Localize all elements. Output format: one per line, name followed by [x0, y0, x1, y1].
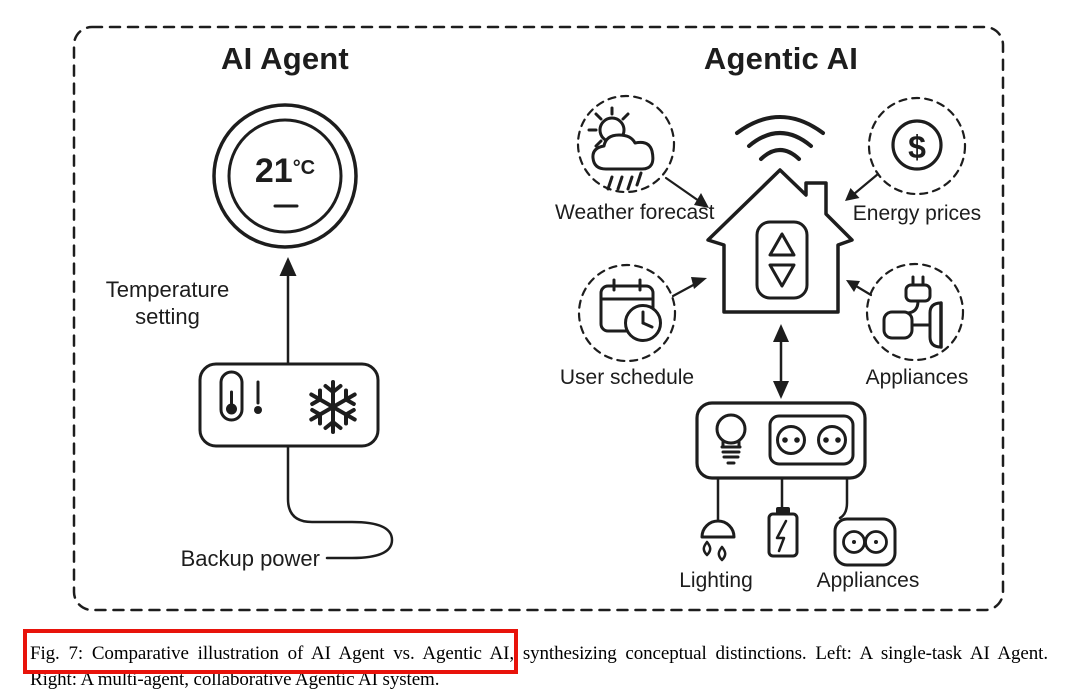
thermostat-value: 21 [254, 152, 293, 190]
pendant-lamp-icon [700, 519, 736, 562]
thermostat-control-icon [755, 220, 809, 300]
appliances-to-house-arrow [846, 280, 873, 297]
thermostat-reading: 21°C [210, 152, 360, 191]
right-panel-title: Agentic AI [703, 41, 859, 76]
appliances-output-label: Appliances [816, 569, 920, 592]
thermostat-icon [212, 103, 358, 249]
energy-node-circle [867, 96, 967, 196]
temperature-arrow-up-icon [279, 257, 297, 366]
figure-caption: Fig. 7: Comparative illustration of AI A… [30, 641, 1048, 693]
appliances-node-circle [865, 262, 965, 362]
weather-forecast-label: Weather forecast [555, 201, 715, 224]
thermostat-unit: °C [292, 157, 316, 179]
house-strip-double-arrow [773, 324, 789, 399]
bulb-icon [715, 413, 747, 465]
double-outlet-icon [768, 414, 855, 466]
calendar-clock-icon [599, 278, 662, 342]
lighting-label: Lighting [679, 569, 753, 592]
energy-to-house-arrow [845, 172, 880, 201]
weather-to-house-arrow [664, 176, 709, 208]
caption-line-2: Right: A multi-agent, collaborative Agen… [30, 669, 440, 690]
sun-cloud-rain-icon [587, 106, 655, 191]
figure-dashed-border [72, 25, 1005, 612]
left-panel-title: AI Agent [221, 41, 349, 76]
outlet-box-icon [833, 517, 897, 567]
cord-to-outlet-box [838, 476, 849, 520]
schedule-node-circle [577, 263, 677, 363]
energy-prices-label: Energy prices [852, 202, 982, 225]
backup-power-label: Backup power [180, 546, 320, 571]
schedule-to-house-arrow [671, 277, 707, 298]
thermometer-icon [219, 370, 262, 422]
user-schedule-label: User schedule [559, 366, 695, 389]
weather-node-circle [576, 94, 676, 194]
snowflake-icon [309, 380, 357, 434]
annotation-highlight-box [23, 629, 518, 674]
power-strip-icon [695, 401, 867, 480]
appliances-input-label: Appliances [865, 366, 969, 389]
hvac-mode-box [198, 362, 380, 448]
wifi-icon [735, 115, 825, 161]
smart-home-house-icon [706, 168, 854, 314]
dollar-coin-icon: $ [891, 119, 943, 171]
temperature-setting-label: Temperature setting [105, 277, 230, 329]
plug-appliance-icon [882, 275, 943, 349]
battery-icon [767, 507, 799, 558]
caption-line-1: Fig. 7: Comparative illustration of AI A… [30, 643, 1048, 664]
backup-power-cable [286, 444, 394, 560]
figure-artwork: $ [72, 25, 1005, 612]
dollar-glyph: $ [908, 129, 926, 165]
